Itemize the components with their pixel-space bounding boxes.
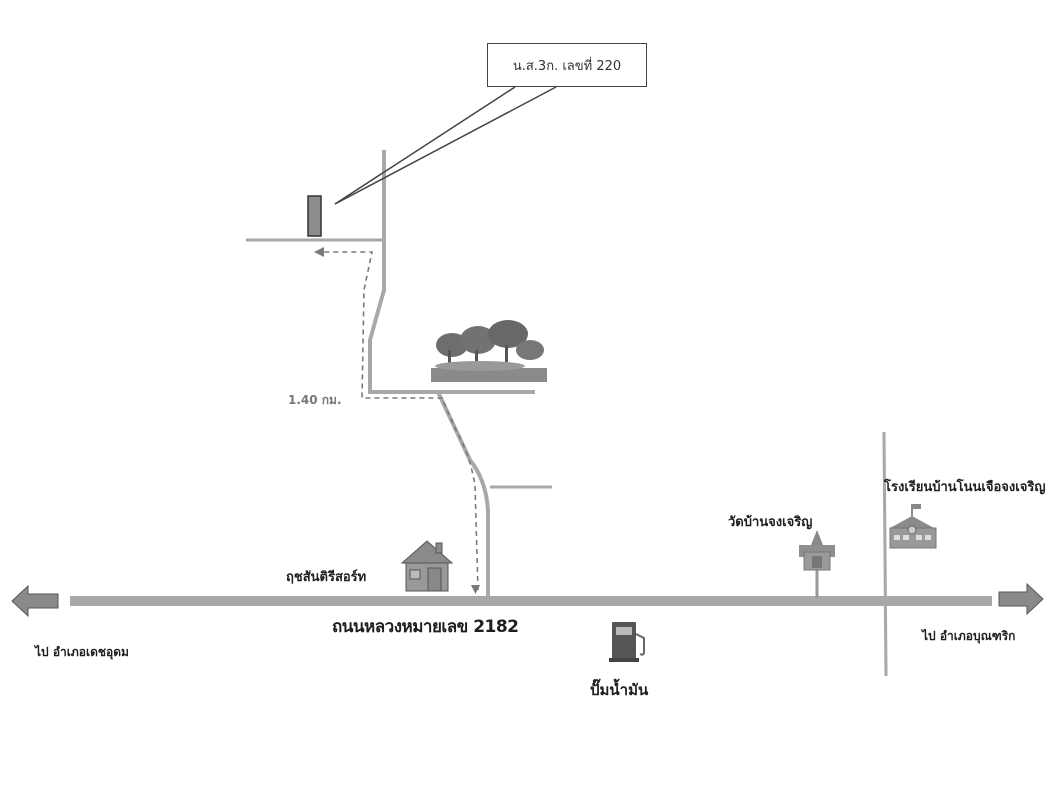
callout-text: น.ส.3ก. เลขที่ 220 <box>512 58 622 74</box>
route-path <box>320 251 479 591</box>
main-road-label: ถนนหลวงหมายเลข 2182 <box>332 617 519 637</box>
side-road-school <box>882 431 888 677</box>
arrow-right-icon <box>998 582 1044 616</box>
branch-road-upper <box>368 150 386 392</box>
house-icon <box>400 540 454 592</box>
landmark-resort-label: ฤชสันติรีสอร์ท <box>286 570 367 585</box>
right-destination-label: ไป อำเภอบุณฑริก <box>922 629 1016 643</box>
callout-pointer-line <box>334 86 557 205</box>
left-destination-label: ไป อำเภอเดชอุดม <box>35 645 129 659</box>
route-arrow-left-icon <box>314 247 324 257</box>
route-arrow-down-icon <box>471 585 480 594</box>
landmark-school-label: โรงเรียนบ้านโนนเจือจงเจริญ <box>884 480 1046 495</box>
landmark-temple-label: วัดบ้านจงเจริญ <box>728 515 813 530</box>
gas-pump-icon <box>609 622 645 662</box>
land-deed-callout: น.ส.3ก. เลขที่ 220 <box>487 43 647 87</box>
distance-label: 1.40 กม. <box>288 393 342 407</box>
landmark-gas-station-label: ปั๊มน้ำมัน <box>590 681 649 699</box>
trees-icon <box>431 320 547 382</box>
branch-road-lower <box>436 391 490 598</box>
arrow-left-icon <box>11 584 59 618</box>
land-plot-marker <box>307 195 322 237</box>
school-icon <box>889 504 937 549</box>
temple-icon <box>799 530 835 571</box>
callout-pointer-line <box>334 86 516 205</box>
